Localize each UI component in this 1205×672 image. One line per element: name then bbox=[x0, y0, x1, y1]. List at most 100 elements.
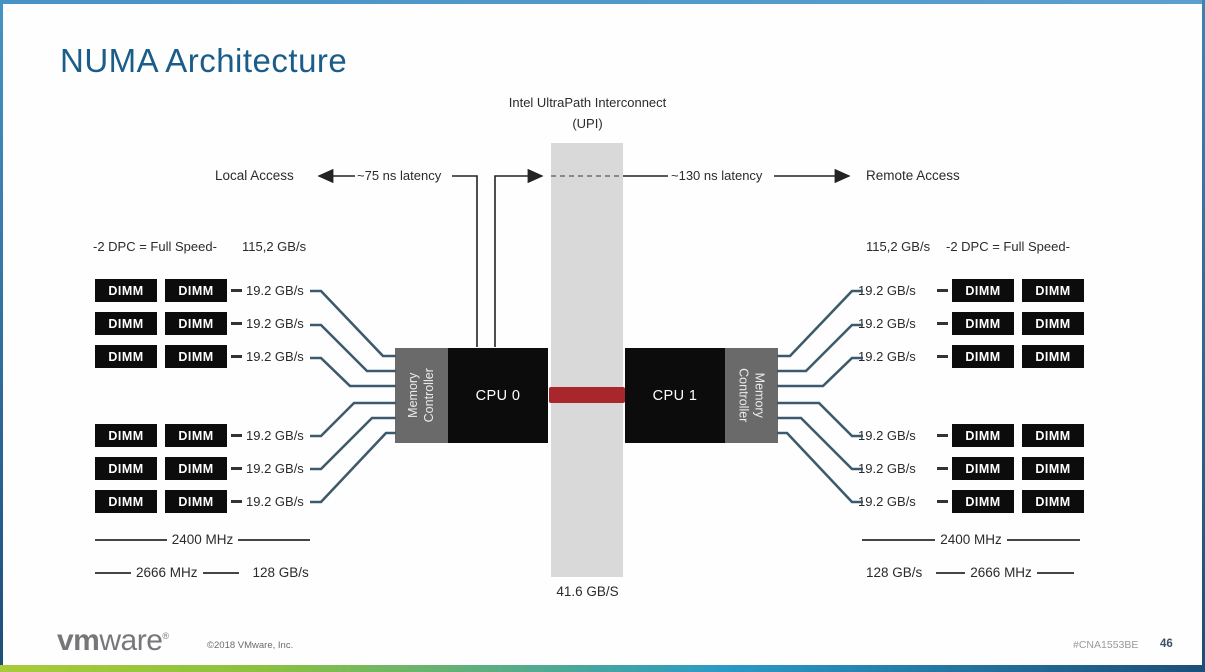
dimm-channel-row: DIMM DIMM 19.2 GB/s bbox=[95, 312, 304, 335]
dimm-channel-row: DIMM DIMM 19.2 GB/s bbox=[95, 490, 304, 513]
upi-interconnect-bar bbox=[551, 143, 623, 577]
vmware-logo-rest: ware bbox=[99, 624, 163, 657]
local-latency-label: ~75 ns latency bbox=[357, 168, 442, 183]
upi-bandwidth-label: 41.6 GB/S bbox=[556, 584, 619, 599]
cpu-interconnect-link bbox=[549, 387, 625, 403]
channel-bandwidth-label: 19.2 GB/s bbox=[858, 494, 916, 509]
right-128gbs-label: 128 GB/s bbox=[866, 565, 923, 580]
dimm-block: DIMM bbox=[95, 424, 157, 447]
left-2400mhz-label: 2400 MHz bbox=[171, 532, 234, 547]
dimm-channel-row: DIMM DIMM 19.2 GB/s bbox=[95, 345, 304, 368]
dimm-block: DIMM bbox=[165, 424, 227, 447]
channel-bandwidth-label: 19.2 GB/s bbox=[858, 349, 916, 364]
line bbox=[202, 571, 239, 574]
connector-dash bbox=[937, 289, 948, 292]
dimm-block: DIMM bbox=[1022, 345, 1084, 368]
upi-title-label: Intel UltraPath Interconnect bbox=[508, 95, 667, 110]
channel-bandwidth-label: 19.2 GB/s bbox=[858, 283, 916, 298]
dimm-block: DIMM bbox=[1022, 312, 1084, 335]
dimm-channel-row: DIMM DIMM 19.2 GB/s bbox=[95, 279, 304, 302]
remote-access-label: Remote Access bbox=[866, 168, 960, 183]
connector-dash bbox=[937, 322, 948, 325]
dimm-block: DIMM bbox=[95, 457, 157, 480]
line bbox=[1006, 538, 1080, 541]
dimm-block: DIMM bbox=[95, 279, 157, 302]
connector-dash bbox=[937, 467, 948, 470]
remote-latency-label: ~130 ns latency bbox=[671, 168, 763, 183]
dimm-block: DIMM bbox=[952, 457, 1014, 480]
line bbox=[1036, 571, 1074, 574]
line bbox=[862, 538, 936, 541]
dimm-block: DIMM bbox=[952, 279, 1014, 302]
channel-bandwidth-label: 19.2 GB/s bbox=[246, 428, 304, 443]
registered-mark: ® bbox=[162, 631, 169, 641]
line bbox=[95, 538, 167, 541]
cpu0-box: CPU 0 bbox=[448, 348, 548, 443]
dimm-block: DIMM bbox=[165, 279, 227, 302]
dimm-block: DIMM bbox=[95, 312, 157, 335]
channel-bandwidth-label: 19.2 GB/s bbox=[246, 316, 304, 331]
memory-controller-right-label: Memory Controller bbox=[736, 368, 767, 423]
slide-title: NUMA Architecture bbox=[60, 42, 348, 79]
channel-bandwidth-label: 19.2 GB/s bbox=[246, 461, 304, 476]
dimm-channel-row: 19.2 GB/s DIMM DIMM bbox=[858, 279, 1084, 302]
line bbox=[936, 571, 966, 574]
connector-dash bbox=[231, 434, 242, 437]
dimm-block: DIMM bbox=[952, 345, 1014, 368]
session-hashtag: #CNA1553BE bbox=[1073, 639, 1139, 651]
right-dpc-label: -2 DPC = Full Speed- bbox=[946, 239, 1070, 254]
connector-dash bbox=[937, 500, 948, 503]
line bbox=[238, 538, 310, 541]
dimm-block: DIMM bbox=[1022, 279, 1084, 302]
frame-border-right bbox=[1202, 0, 1205, 672]
dimm-block: DIMM bbox=[1022, 457, 1084, 480]
connector-dash bbox=[937, 434, 948, 437]
channel-bandwidth-label: 19.2 GB/s bbox=[246, 349, 304, 364]
channel-bandwidth-label: 19.2 GB/s bbox=[858, 316, 916, 331]
dimm-block: DIMM bbox=[952, 490, 1014, 513]
dimm-block: DIMM bbox=[165, 312, 227, 335]
upi-subtitle-label: (UPI) bbox=[572, 116, 603, 131]
connector-dash bbox=[231, 289, 242, 292]
line bbox=[95, 571, 131, 574]
frame-border-top bbox=[0, 0, 1205, 4]
page-number: 46 bbox=[1160, 638, 1173, 650]
dimm-channel-row: DIMM DIMM 19.2 GB/s bbox=[95, 424, 304, 447]
channel-bandwidth-label: 19.2 GB/s bbox=[246, 283, 304, 298]
left-2400mhz-row: 2400 MHz bbox=[95, 532, 310, 547]
right-2400mhz-label: 2400 MHz bbox=[940, 532, 1002, 547]
left-2666mhz-label: 2666 MHz bbox=[136, 565, 198, 580]
left-2666mhz-row: 2666 MHz 128 GB/s bbox=[95, 565, 309, 580]
frame-border-left bbox=[0, 0, 3, 672]
dimm-channel-row: DIMM DIMM 19.2 GB/s bbox=[95, 457, 304, 480]
dimm-block: DIMM bbox=[95, 345, 157, 368]
connector-dash bbox=[937, 355, 948, 358]
connector-dash bbox=[231, 355, 242, 358]
local-access-label: Local Access bbox=[215, 168, 294, 183]
dimm-block: DIMM bbox=[165, 490, 227, 513]
dimm-channel-row: 19.2 GB/s DIMM DIMM bbox=[858, 457, 1084, 480]
dimm-block: DIMM bbox=[165, 457, 227, 480]
dimm-block: DIMM bbox=[952, 424, 1014, 447]
right-2400mhz-row: 2400 MHz bbox=[862, 532, 1080, 547]
connector-dash bbox=[231, 500, 242, 503]
connector-dash bbox=[231, 322, 242, 325]
dimm-block: DIMM bbox=[165, 345, 227, 368]
dimm-block: DIMM bbox=[95, 490, 157, 513]
left-128gbs-label: 128 GB/s bbox=[252, 565, 309, 580]
cpu1-box: CPU 1 bbox=[625, 348, 725, 443]
memory-controller-left: Memory Controller bbox=[395, 348, 448, 443]
memory-controller-right: Memory Controller bbox=[725, 348, 778, 443]
channel-bandwidth-label: 19.2 GB/s bbox=[858, 461, 916, 476]
copyright-text: ©2018 VMware, Inc. bbox=[207, 640, 294, 651]
right-2666mhz-label: 2666 MHz bbox=[970, 565, 1032, 580]
channel-bandwidth-label: 19.2 GB/s bbox=[246, 494, 304, 509]
